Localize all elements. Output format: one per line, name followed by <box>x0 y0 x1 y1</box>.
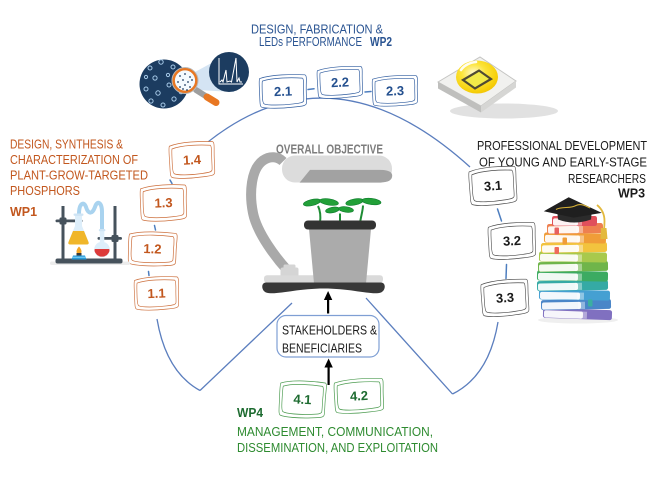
svg-text:PLANT-GROW-TARGETED: PLANT-GROW-TARGETED <box>10 169 148 183</box>
svg-text:OF YOUNG AND EARLY-STAGE: OF YOUNG AND EARLY-STAGE <box>479 156 647 170</box>
svg-text:WP2: WP2 <box>370 35 392 49</box>
svg-text:PROFESSIONAL DEVELOPMENT: PROFESSIONAL DEVELOPMENT <box>477 139 647 153</box>
svg-text:3.2: 3.2 <box>503 233 522 249</box>
svg-text:3.3: 3.3 <box>495 290 514 306</box>
svg-text:1.4: 1.4 <box>183 152 203 168</box>
svg-text:2.3: 2.3 <box>386 83 405 99</box>
svg-text:2.2: 2.2 <box>331 74 350 90</box>
svg-text:1.1: 1.1 <box>147 285 166 301</box>
svg-text:DESIGN, SYNTHESIS &: DESIGN, SYNTHESIS & <box>10 138 123 152</box>
svg-text:RESEARCHERS: RESEARCHERS <box>568 172 646 186</box>
svg-text:1.2: 1.2 <box>143 241 162 257</box>
svg-text:3.1: 3.1 <box>483 178 502 194</box>
svg-text:LEDs PERFORMANCE: LEDs PERFORMANCE <box>259 35 362 49</box>
svg-text:MANAGEMENT, COMMUNICATION,: MANAGEMENT, COMMUNICATION, <box>237 425 433 439</box>
svg-text:4.2: 4.2 <box>350 388 369 404</box>
svg-text:PHOSPHORS: PHOSPHORS <box>10 184 80 198</box>
svg-text:BENEFICIARIES: BENEFICIARIES <box>282 341 362 356</box>
svg-text:WP1: WP1 <box>10 205 37 219</box>
svg-text:STAKEHOLDERS &: STAKEHOLDERS & <box>282 323 377 338</box>
svg-text:WP3: WP3 <box>618 187 645 201</box>
svg-text:CHARACTERIZATION OF: CHARACTERIZATION OF <box>10 153 138 167</box>
svg-text:2.1: 2.1 <box>274 83 293 99</box>
svg-text:DISSEMINATION, AND EXPLOITATIO: DISSEMINATION, AND EXPLOITATION <box>237 441 438 455</box>
svg-text:WP4: WP4 <box>237 406 263 420</box>
svg-text:DESIGN, FABRICATION &: DESIGN, FABRICATION & <box>251 23 384 37</box>
svg-text:OVERALL OBJECTIVE: OVERALL OBJECTIVE <box>276 142 383 157</box>
svg-text:4.1: 4.1 <box>293 391 312 407</box>
svg-text:1.3: 1.3 <box>154 195 173 211</box>
